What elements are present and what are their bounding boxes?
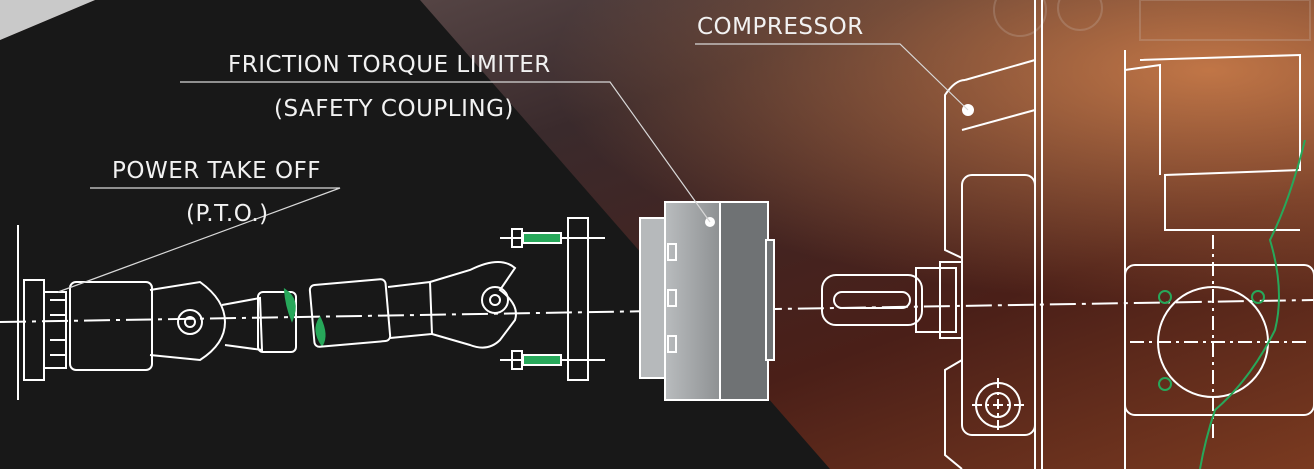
green-wire <box>1199 139 1306 469</box>
compressor-label: COMPRESSOR <box>697 14 864 40</box>
background-machinery <box>993 0 1311 41</box>
compressor-shaft <box>821 261 963 339</box>
dark-overlay <box>0 0 830 469</box>
torque-limiter <box>639 201 775 401</box>
cardan-shaft <box>69 261 517 371</box>
torque-limiter-label-line1: FRICTION TORQUE LIMITER <box>228 52 551 78</box>
compressor-housing <box>944 0 1043 469</box>
flange-plate <box>567 217 589 381</box>
leader-lines <box>57 43 969 293</box>
pto-flange <box>17 225 67 400</box>
pto-label-line1: POWER TAKE OFF <box>112 158 322 184</box>
center-axis <box>0 299 1314 323</box>
corner-highlight <box>0 0 95 40</box>
torque-limiter-label-line2: (SAFETY COUPLING) <box>274 96 514 122</box>
pto-label-line2: (P.T.O.) <box>186 201 269 227</box>
